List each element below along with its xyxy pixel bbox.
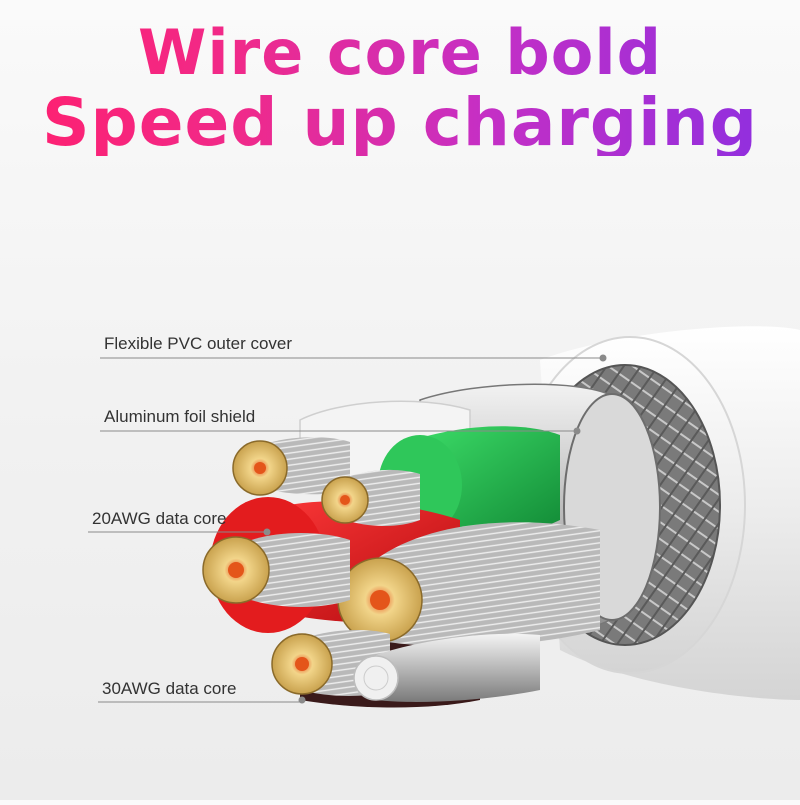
headline-line-2: Speed up charging	[0, 90, 800, 156]
red-core-strand-bundle	[202, 533, 350, 607]
foil-leader-dot	[573, 427, 581, 435]
pvc-leader-dot	[599, 354, 607, 362]
core30-leader-dot	[298, 696, 306, 704]
callout-leaders	[88, 354, 607, 704]
green-core-strand-bundle	[321, 469, 420, 526]
callout-20awg-data-core: 20AWG data core	[92, 509, 227, 528]
main-power-conductor	[337, 522, 600, 647]
headline-line-1: Wire core bold	[0, 22, 800, 84]
callout-30awg-data-core: 30AWG data core	[102, 679, 237, 698]
callout-pvc-outer-cover: Flexible PVC outer cover	[104, 334, 293, 353]
filler-cord	[353, 633, 540, 702]
core20-leader-dot	[263, 528, 271, 536]
callout-aluminum-foil-shield: Aluminum foil shield	[104, 407, 256, 426]
white-core-strand-bundle	[232, 437, 350, 496]
